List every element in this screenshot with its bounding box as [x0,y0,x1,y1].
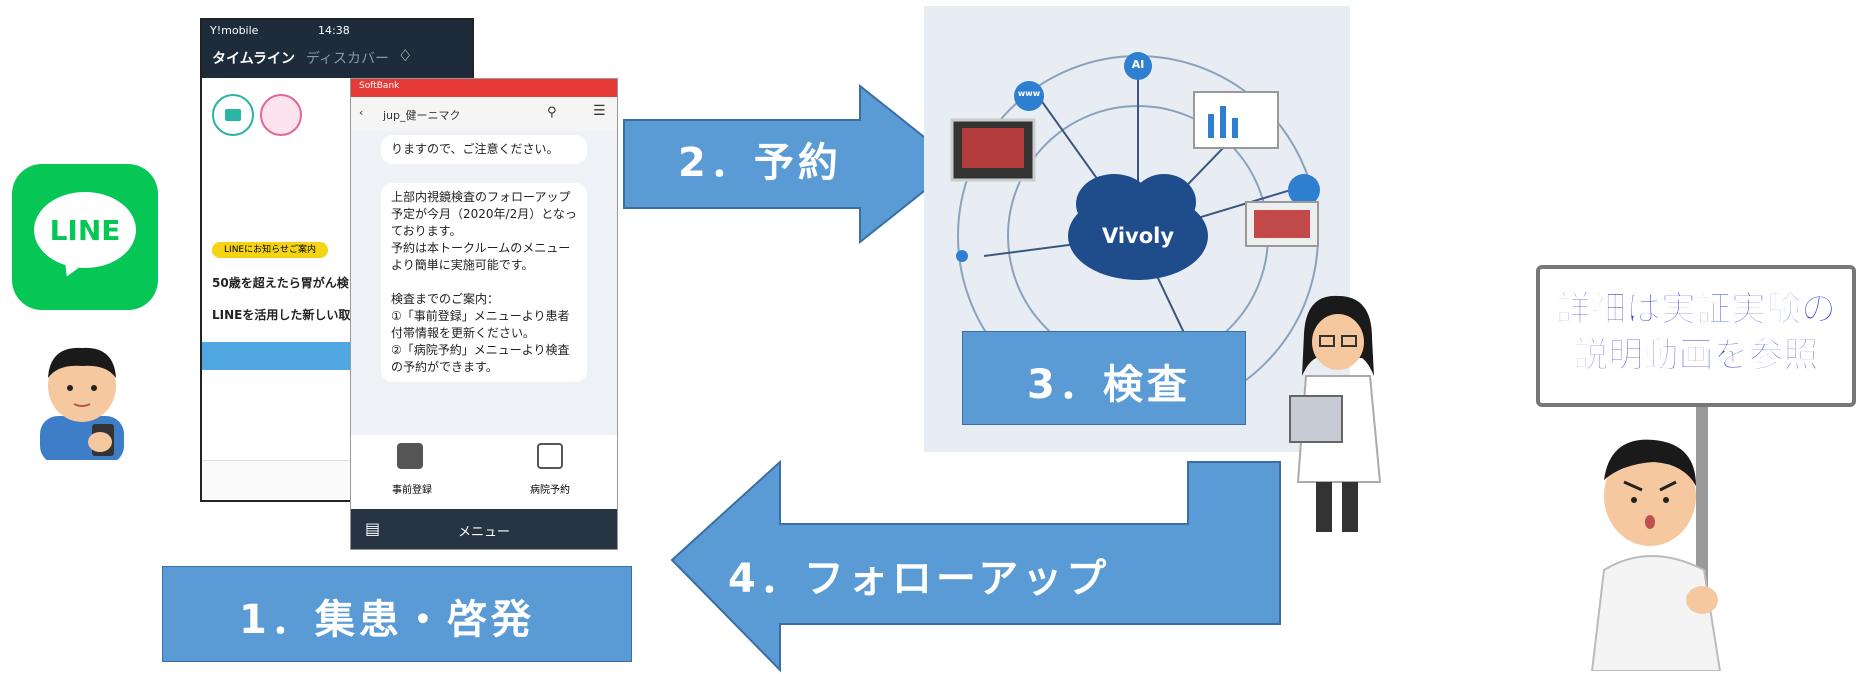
phone-screenshot-chat: SoftBank ‹ jup_健ーニマク ⚲ ☰ りますので、ご注意ください。 … [350,78,618,550]
phone1-top-bar: Y!mobile 14:38 タイムライン ディスカバー ♢ [202,20,472,78]
menu-icon[interactable]: ☰ [593,103,606,119]
step3-box: 3．検査 [962,331,1246,425]
line-logo: LINE [12,164,158,310]
menu-label[interactable]: メニュー [457,525,510,540]
step2-arrow-shape [623,84,960,244]
chat-title: jup_健ーニマク [383,109,461,122]
ai-node-label: AI [1131,58,1145,71]
registration-icon[interactable] [397,443,423,469]
bell-icon[interactable]: ♢ [398,46,413,65]
step1-label: 1．集患・啓発 [239,597,535,643]
timeline-text-2: LINEを活用した新しい取 [212,308,351,322]
step4-label: 4．フォローアップ [728,556,1111,602]
timeline-text-1: 50歳を超えたら胃がん検 [212,276,349,290]
line-speech-bubble [34,192,136,268]
person-holding-sign-illustration [1590,439,1722,671]
tab-discover[interactable]: ディスカバー [306,51,390,67]
step1-box: 1．集患・啓発 [162,566,632,662]
sign-board: 詳細は実証実験の 説明動画を参照 [1536,265,1856,407]
menu-item-registration[interactable]: 事前登録 [392,485,432,496]
keyboard-icon[interactable]: ▤ [365,519,381,538]
tab-timeline[interactable]: タイムライン [212,51,296,67]
search-icon[interactable]: ⚲ [547,105,557,120]
menu-item-hospital-booking[interactable]: 病院予約 [530,485,570,496]
rich-menu: 事前登録 病院予約 [351,435,617,509]
phone1-time: 14:38 [318,24,350,37]
chat-message-1: りますので、ご注意ください。 [381,135,587,164]
step4-arrow-shape [670,460,1281,673]
camera-icon[interactable] [212,94,254,136]
www-node-label: www [1017,89,1041,98]
person-with-phone-illustration [40,347,124,460]
network-graphic [950,52,1320,417]
back-icon[interactable]: ‹ [359,106,364,119]
doctor-illustration [1289,295,1382,532]
sign-text: 詳細は実証実験の 説明動画を参照 [1555,290,1836,377]
line-logo-text: LINE [49,214,121,247]
phone2-carrier: SoftBank [359,81,400,91]
avatar[interactable] [260,94,302,136]
step3-label: 3．検査 [1027,362,1191,408]
chat-header: ‹ jup_健ーニマク ⚲ ☰ [351,97,617,131]
cloud-label: Vivoly [1101,224,1175,248]
notice-banner: LINEにお知らせご案内 [212,242,328,258]
calendar-icon[interactable] [537,443,563,469]
step2-label: 2．予約 [678,140,842,186]
phone1-carrier: Y!mobile [210,24,259,37]
phone2-status-bar: SoftBank [351,79,617,97]
chat-message-2: 上部内視鏡検査のフォローアップ予定が今月（2020年/2月）となっております。 … [381,183,587,382]
chat-menu-bar[interactable]: ▤ メニュー [351,509,617,549]
